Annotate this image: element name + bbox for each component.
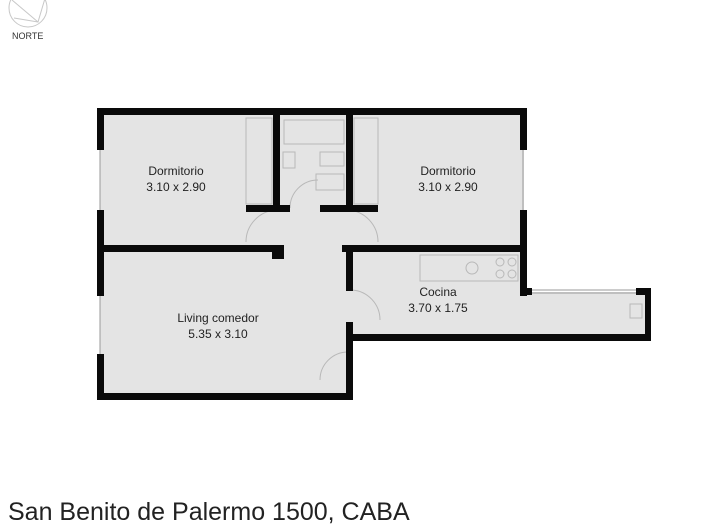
walls bbox=[97, 108, 651, 400]
room-size-cocina: 3.70 x 1.75 bbox=[408, 301, 468, 315]
room-name-dormitorio-left: Dormitorio bbox=[148, 164, 204, 178]
room-name-living: Living comedor bbox=[177, 311, 258, 325]
room-name-cocina: Cocina bbox=[419, 285, 457, 299]
fixtures bbox=[245, 117, 643, 381]
windows bbox=[99, 150, 636, 354]
floors bbox=[100, 112, 648, 396]
address-title: San Benito de Palermo 1500, CABA bbox=[8, 498, 410, 526]
room-size-living: 5.35 x 3.10 bbox=[188, 327, 248, 341]
compass-icon bbox=[8, 0, 48, 28]
compass-label: NORTE bbox=[12, 31, 44, 41]
room-size-dormitorio-right: 3.10 x 2.90 bbox=[418, 180, 478, 194]
room-name-dormitorio-right: Dormitorio bbox=[420, 164, 476, 178]
room-size-dormitorio-left: 3.10 x 2.90 bbox=[146, 180, 206, 194]
